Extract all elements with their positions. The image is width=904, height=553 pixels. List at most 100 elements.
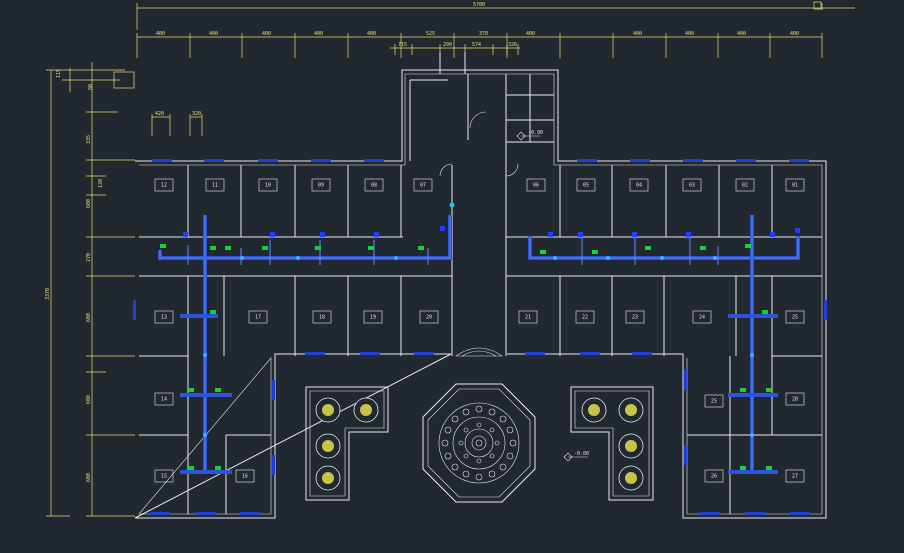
dim-sub-3: 574	[472, 42, 481, 48]
room-13: 13	[154, 310, 174, 324]
dim-seg-5: 400	[367, 31, 376, 37]
room-19: 19	[363, 310, 383, 324]
svg-text:22: 22	[582, 315, 588, 321]
svg-text:25: 25	[711, 399, 717, 405]
svg-text:10: 10	[265, 183, 271, 189]
hvac-ducts	[158, 215, 800, 474]
room-21: 21	[518, 310, 538, 324]
dim-left-5: 600	[86, 313, 92, 322]
dim-mark-1: 420	[155, 111, 164, 117]
svg-text:04: 04	[636, 183, 642, 189]
svg-text:21: 21	[525, 315, 531, 321]
level-marker-courtyard: -0.00	[563, 451, 589, 462]
svg-text:03: 03	[689, 183, 695, 189]
diffusers	[160, 202, 800, 470]
svg-text:15: 15	[161, 474, 167, 480]
dim-seg-7: 370	[479, 31, 488, 37]
dim-left-7: 600	[86, 473, 92, 482]
dim-left-sub-1: 115	[56, 69, 62, 78]
svg-text:11: 11	[212, 183, 218, 189]
room-03: 03	[682, 178, 702, 192]
room-10: 10	[258, 178, 278, 192]
top-dimension-lines: 5700 400 400 400 400 400 525 370 400 400…	[136, 1, 855, 58]
svg-text:28: 28	[792, 397, 798, 403]
room-14: 14	[154, 392, 174, 406]
dim-seg-4: 400	[314, 31, 323, 37]
room-27: 27	[785, 469, 805, 483]
svg-text:14: 14	[161, 397, 167, 403]
dim-left-2: 120	[98, 179, 104, 188]
room-02: 02	[735, 178, 755, 192]
dim-seg-9: 400	[633, 31, 642, 37]
room-22: 22	[575, 310, 595, 324]
svg-text:-0.90: -0.90	[528, 130, 543, 136]
room-09: 09	[311, 178, 331, 192]
svg-text:19: 19	[370, 315, 376, 321]
dim-seg-10: 400	[685, 31, 694, 37]
dim-left-4: 270	[86, 253, 92, 262]
total-width-label: 5700	[473, 2, 485, 8]
room-26: 26	[704, 469, 724, 483]
dim-seg-1: 400	[156, 31, 165, 37]
planter-right	[570, 386, 654, 501]
dim-seg-12: 400	[790, 31, 799, 37]
svg-text:20: 20	[426, 315, 432, 321]
svg-text:07: 07	[420, 183, 426, 189]
dim-mark-2: 320	[192, 111, 201, 117]
svg-text:25: 25	[792, 315, 798, 321]
room-17: 17	[248, 310, 268, 324]
svg-text:17: 17	[255, 315, 261, 321]
dim-sub-1: 715	[398, 42, 407, 48]
room-28: 28	[785, 392, 805, 406]
room-24: 24	[692, 310, 712, 324]
svg-text:16: 16	[242, 474, 248, 480]
room-07: 07	[413, 178, 433, 192]
svg-text:02: 02	[742, 183, 748, 189]
room-18: 18	[312, 310, 332, 324]
dim-seg-8: 400	[526, 31, 535, 37]
total-height-label: 3370	[45, 288, 51, 300]
svg-text:05: 05	[583, 183, 589, 189]
svg-text:18: 18	[319, 315, 325, 321]
room-11: 11	[205, 178, 225, 192]
room-01: 01	[785, 178, 805, 192]
room-06: 06	[526, 178, 546, 192]
svg-text:09: 09	[318, 183, 324, 189]
windows	[133, 159, 827, 515]
dim-sub-4: 326	[508, 42, 517, 48]
dim-seg-3: 400	[262, 31, 271, 37]
dim-left-6: 600	[86, 395, 92, 404]
level-marker-upper: -0.90	[516, 130, 543, 141]
dim-sub-2: 200	[443, 42, 452, 48]
dim-seg-2: 400	[209, 31, 218, 37]
left-dimension-lines: 3370 335 120 600 270 600 600 600 115 80 …	[45, 62, 203, 517]
room-12: 12	[154, 178, 174, 192]
dim-left-3: 600	[86, 199, 92, 208]
room-16: 16	[235, 469, 255, 483]
svg-text:26: 26	[711, 474, 717, 480]
room-29: 25	[785, 310, 805, 324]
room-25: 25	[704, 394, 724, 408]
svg-text:06: 06	[533, 183, 539, 189]
room-labels: 12 11 10 09 08 07 06 05 04 03 02 01 13 1…	[154, 178, 805, 483]
svg-text:24: 24	[699, 315, 705, 321]
central-fountain	[422, 383, 536, 503]
building-walls	[134, 52, 827, 519]
svg-text:12: 12	[161, 183, 167, 189]
room-05: 05	[576, 178, 596, 192]
planter-left	[305, 386, 389, 501]
svg-text:-0.00: -0.00	[574, 451, 589, 457]
dim-left-sub-2: 80	[88, 84, 94, 90]
room-20: 20	[419, 310, 439, 324]
room-04: 04	[629, 178, 649, 192]
dim-seg-6: 525	[426, 31, 435, 37]
svg-text:23: 23	[632, 315, 638, 321]
svg-text:01: 01	[792, 183, 798, 189]
room-08: 08	[364, 178, 384, 192]
room-23: 23	[625, 310, 645, 324]
dim-left-1: 335	[86, 135, 92, 144]
room-15: 15	[154, 469, 174, 483]
svg-text:08: 08	[371, 183, 377, 189]
svg-text:27: 27	[792, 474, 798, 480]
